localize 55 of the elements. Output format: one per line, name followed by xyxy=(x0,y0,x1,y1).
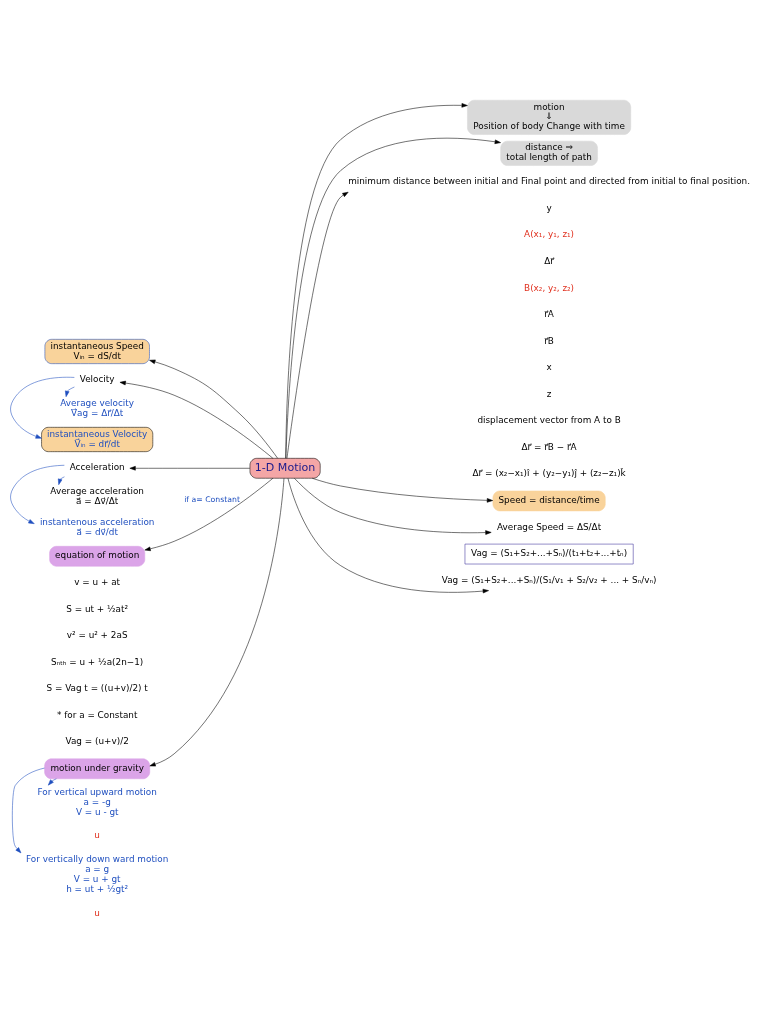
label: Vag = (u+v)/2 xyxy=(65,736,129,747)
node-text: minimum distance between initial and Final point and directed from initial to final position. xyxy=(348,176,750,187)
arrow xyxy=(285,137,501,459)
label: Δr⃗ = (x₂−x₁)î + (y₂−y₁)ĵ + (z₂−z₁)k̂ xyxy=(472,468,626,479)
node-text: For vertically down ward motion a = g V = u + gt h = ut + ½gt² xyxy=(26,854,169,895)
arrow xyxy=(149,359,278,459)
label: r⃗A xyxy=(544,309,554,320)
arrow xyxy=(149,478,285,767)
node-box: equation of motion xyxy=(49,546,146,567)
label: * for a = Constant xyxy=(56,709,138,720)
node-text: For vertical upward motion a = -g V = u - gt xyxy=(37,786,157,817)
label: S = ut + ½at² xyxy=(66,603,129,614)
arrow xyxy=(12,767,45,854)
label: z xyxy=(546,388,552,399)
node-box: Speed = distance/time xyxy=(492,490,606,512)
arrow xyxy=(10,465,65,524)
label: r⃗B xyxy=(544,335,554,346)
arrow xyxy=(312,478,493,503)
label: v = u + at xyxy=(74,576,121,587)
label: A(x₁, y₁, z₁) xyxy=(524,229,575,240)
arrow xyxy=(119,380,274,459)
node-text: instantenous acceleration a⃗ = dv⃗/dt xyxy=(39,516,155,537)
node-box: instantaneous Velocity V⃗ᵢₙ = dr⃗/dt xyxy=(41,427,154,452)
node-text: Average Speed = ΔS/Δt xyxy=(497,521,602,532)
arrow xyxy=(57,476,65,485)
label: y xyxy=(546,202,552,213)
node-text: Acceleration xyxy=(69,462,125,473)
label: displacement vector from A to B xyxy=(477,415,621,426)
node-text: Average acceleration a⃗ = Δv⃗/Δt xyxy=(50,486,144,507)
node-box: instantaneous Speed Vᵢₙ = dS/dt xyxy=(44,339,150,364)
label: u xyxy=(94,830,100,841)
label: B(x₂, y₂, z₂) xyxy=(524,282,575,293)
node-text: Vag = (S₁+S₂+...+Sₙ)/(S₁/v₁ + S₂/v₂ + ... + Sₙ/vₙ) xyxy=(441,574,657,585)
label: Δr⃗ xyxy=(544,255,554,266)
arrow xyxy=(294,478,492,535)
arrow xyxy=(47,778,57,786)
arrow xyxy=(286,191,349,459)
node-box: motion ⇓ Position of body Change with time xyxy=(467,99,631,135)
node-text: Average velocity V⃗ag = Δr⃗/Δt xyxy=(60,398,135,419)
arrow xyxy=(10,377,75,439)
arrow xyxy=(285,103,468,459)
label: Δr⃗ = r⃗B − r⃗A xyxy=(521,441,577,452)
node-text: Velocity xyxy=(79,374,115,385)
arrow xyxy=(65,386,75,397)
label: u xyxy=(94,907,100,918)
node-box: 1-D Motion xyxy=(249,458,321,479)
label: x xyxy=(546,362,552,373)
label: v² = u² + 2aS xyxy=(66,630,128,641)
node-box: distance ⇒ total length of path xyxy=(500,140,598,166)
label: S = Vag t = ((u+v)/2) t xyxy=(46,683,148,694)
arrow xyxy=(287,478,489,594)
arrow xyxy=(129,466,251,471)
node-box: Vag = (S₁+S₂+...+Sₙ)/(t₁+t₂+...+tₙ) xyxy=(464,543,634,565)
arrow xyxy=(144,478,274,551)
label: Sₙₜₕ = u + ½a(2n−1) xyxy=(51,656,144,667)
